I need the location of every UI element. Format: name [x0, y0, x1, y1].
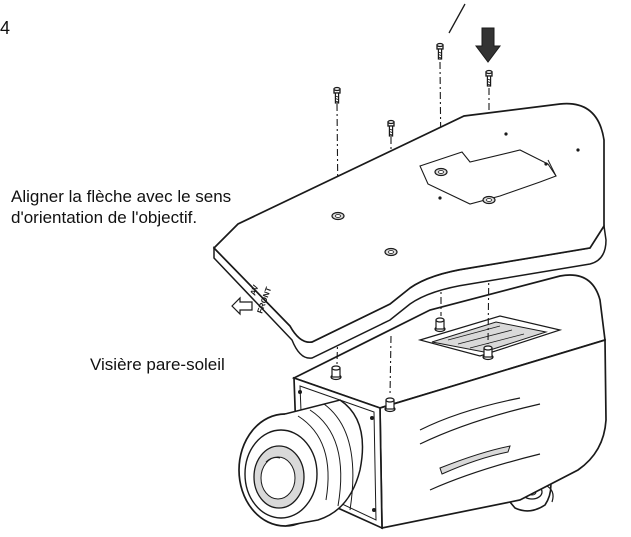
front-arrow-icon	[231, 296, 253, 316]
leader-line	[448, 3, 466, 34]
align-arrow-note: Aligner la flèche avec le sens d'orienta…	[11, 186, 231, 228]
page-number: 4	[0, 18, 11, 38]
visor-side-mark: AV	[248, 283, 260, 297]
align-note-line-2: d'orientation de l'objectif.	[11, 208, 198, 227]
align-note-line-1: Aligner la flèche avec le sens	[11, 187, 232, 206]
lens	[238, 399, 364, 527]
camera-body	[238, 274, 607, 530]
down-arrow-icon	[475, 27, 501, 63]
sun-visor-label: Visière pare-soleil	[90, 355, 225, 374]
sun-visor: FRONT AV	[212, 102, 607, 359]
